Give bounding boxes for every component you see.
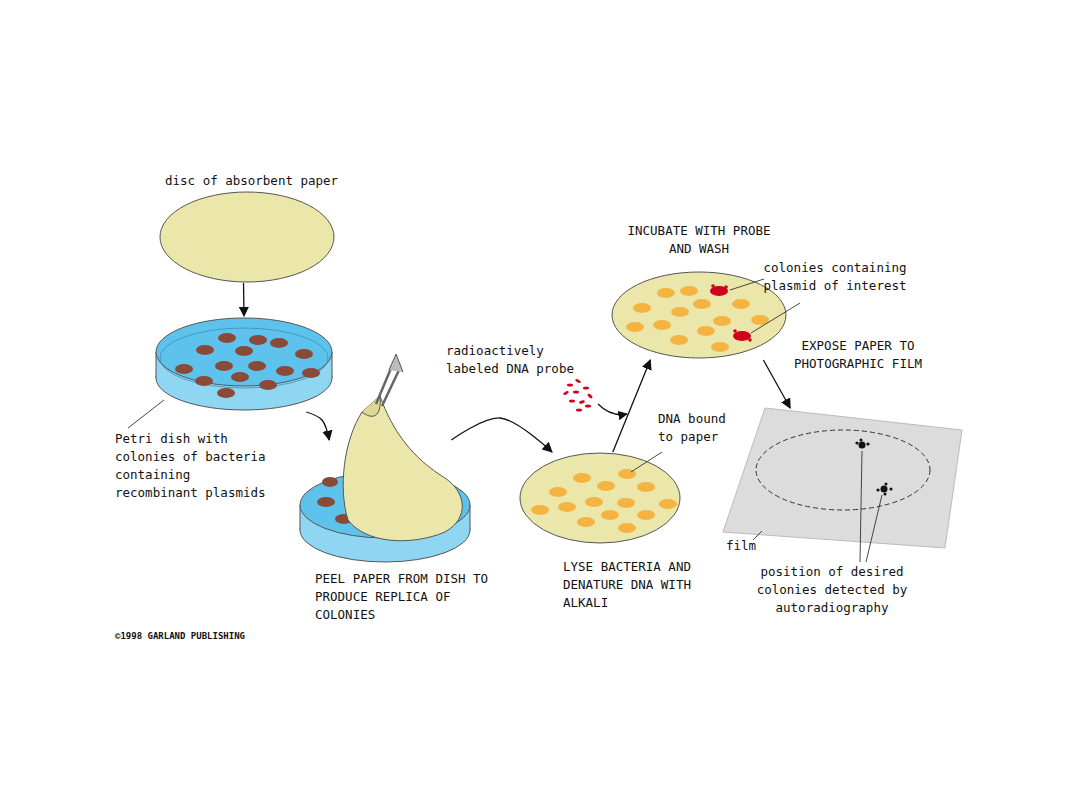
process-arrow [243,283,245,316]
stage-caption: film [726,537,766,555]
leader-lines [128,279,882,562]
label-holder: position of desired colonies detected by… [752,563,912,617]
process-arrow [763,360,790,408]
stage-figure: film [723,408,963,548]
dna-probe [563,378,594,411]
stage-caption: disc of absorbent paper [165,172,350,190]
stage-figure: PEEL PAPER FROM DISH TO PRODUCE REPLICA … [300,440,472,562]
process-arrow [451,418,552,452]
stage-figure: LYSE BACTERIA AND DENATURE DNA WITH ALKA… [520,452,680,544]
annotation-label: colonies containing plasmid of interest [760,259,910,295]
annotation-label: radioactively labeled DNA probe [446,342,584,378]
stage-figure: Petri dish with colonies of bacteria con… [155,316,333,412]
stage-figure: INCUBATE WITH PROBE AND WASH [612,272,786,360]
annotation-label: DNA bound to paper [658,410,726,446]
annotation-label: EXPOSE PAPER TO PHOTOGRAPHIC FILM [788,337,928,373]
photographic-film [723,408,962,548]
process-arrow [613,360,650,452]
lysed-paper [520,453,680,543]
stage-caption: LYSE BACTERIA AND DENATURE DNA WITH ALKA… [563,558,695,612]
stage-caption: INCUBATE WITH PROBE AND WASH [614,222,784,258]
process-arrow [306,412,329,440]
paper-disc [160,192,334,282]
stage-figure: disc of absorbent paper [160,192,334,283]
label-holder: colonies containing plasmid of interest [760,259,910,295]
copyright-note: ©1998 GARLAND PUBLISHING [115,630,315,642]
probed-paper [612,272,786,358]
petri-dish-peel [300,354,470,562]
label-holder: DNA bound to paper [658,410,726,446]
stage-caption: PEEL PAPER FROM DISH TO PRODUCE REPLICA … [315,570,497,624]
probe-arrow [598,404,627,415]
stage-caption: Petri dish with colonies of bacteria con… [115,430,273,502]
label-holder: ©1998 GARLAND PUBLISHING [115,630,315,642]
annotation-label: position of desired colonies detected by… [752,563,912,617]
petri-dish [156,318,332,410]
label-holder: EXPOSE PAPER TO PHOTOGRAPHIC FILM [788,337,928,373]
label-holder: radioactively labeled DNA probe [446,342,584,378]
